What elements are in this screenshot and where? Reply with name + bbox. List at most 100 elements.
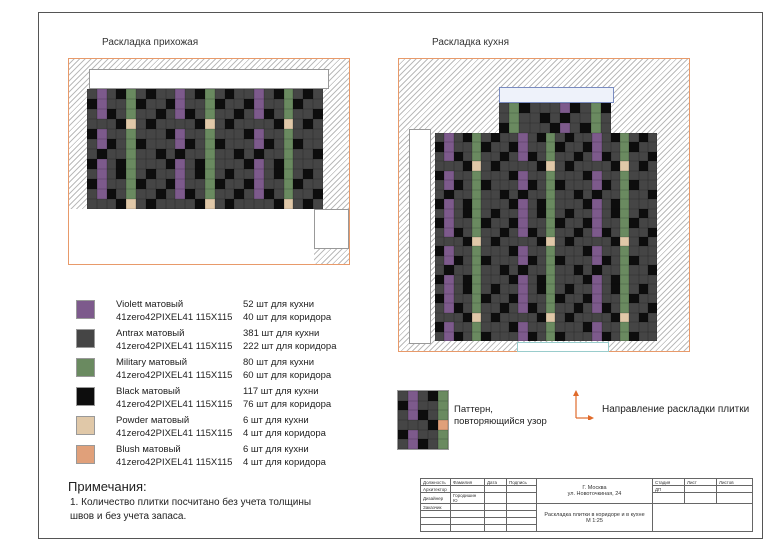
tile [573, 133, 583, 143]
tile [564, 293, 574, 304]
tile [564, 284, 574, 294]
tile [234, 149, 245, 159]
tile [293, 139, 304, 149]
tile [175, 99, 186, 109]
tile [620, 170, 630, 181]
tile [555, 170, 565, 181]
tile [453, 303, 463, 313]
tile [263, 99, 274, 109]
kitchen-radiator [517, 342, 609, 352]
tile [573, 199, 583, 209]
tile [313, 199, 323, 209]
tile [165, 189, 176, 199]
tile [560, 103, 571, 113]
tile [155, 199, 166, 209]
tile [509, 312, 519, 323]
tile [472, 265, 482, 275]
tile [573, 170, 583, 181]
tile [303, 89, 314, 99]
tile [244, 99, 255, 109]
tile [518, 284, 528, 294]
tile [234, 139, 245, 149]
tile [536, 142, 546, 152]
tile [527, 161, 537, 171]
tile [590, 113, 601, 123]
tile [536, 199, 546, 209]
tile [518, 303, 528, 313]
tile [185, 159, 196, 169]
tile [116, 119, 127, 129]
tile [490, 133, 500, 143]
tile [283, 189, 294, 199]
tile [263, 139, 274, 149]
tile [564, 274, 574, 285]
tile [195, 179, 205, 189]
tile [620, 246, 630, 256]
tile [620, 180, 630, 190]
tile [453, 189, 463, 200]
tile [573, 227, 583, 237]
tile [303, 109, 314, 119]
tile [546, 293, 556, 304]
tile [254, 139, 264, 149]
tile [519, 123, 530, 133]
tile [96, 189, 107, 199]
tile [481, 161, 491, 171]
tile [647, 161, 657, 171]
tile [234, 179, 245, 189]
tile [638, 189, 648, 200]
tile [462, 180, 472, 190]
tile [116, 109, 127, 119]
tile [620, 142, 630, 152]
tile [126, 139, 137, 149]
tile [214, 129, 225, 139]
swatch-violett [76, 300, 95, 319]
tile [549, 123, 561, 133]
tile [136, 89, 146, 99]
swatch-antrax [76, 329, 95, 348]
tile [185, 89, 196, 99]
tile [444, 303, 454, 313]
tile [601, 133, 611, 143]
tile [195, 89, 205, 99]
tile [647, 218, 657, 228]
tile [214, 169, 225, 179]
tile [303, 139, 314, 149]
tile [155, 139, 166, 149]
hallway-wall-top [89, 69, 329, 89]
tile [620, 161, 630, 171]
tile [499, 180, 509, 190]
tile [527, 218, 537, 228]
tile [106, 119, 117, 129]
tile [283, 119, 294, 129]
tile [509, 142, 519, 152]
tile [546, 303, 556, 313]
tile [583, 274, 593, 285]
tile [620, 133, 630, 143]
tile [490, 142, 500, 152]
tile [244, 179, 255, 189]
tile [453, 246, 463, 256]
tile [518, 142, 528, 152]
tile [481, 133, 491, 143]
tile [499, 142, 509, 152]
tile [509, 123, 520, 133]
tile [462, 255, 472, 266]
tile [638, 180, 648, 190]
tile [638, 142, 648, 152]
tile [254, 89, 264, 99]
tile [453, 284, 463, 294]
tile [610, 151, 620, 162]
tile [527, 322, 537, 332]
tile [87, 99, 97, 109]
tile [518, 236, 528, 247]
hallway-plan [68, 58, 350, 265]
tile [481, 218, 491, 228]
tile [195, 149, 205, 159]
tile [453, 255, 463, 266]
tile [536, 218, 546, 228]
tile [453, 180, 463, 190]
tile [573, 161, 583, 171]
tile [499, 236, 509, 247]
tile [293, 109, 304, 119]
